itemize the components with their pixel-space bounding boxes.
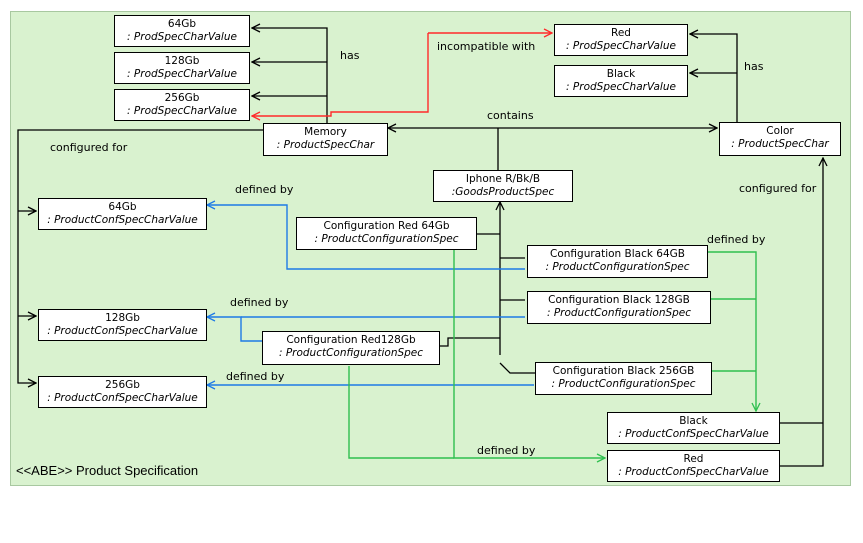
- color-value-red[interactable]: Red : ProdSpecCharValue: [554, 24, 688, 56]
- diagram-caption: <<ABE>> Product Specification: [16, 463, 199, 478]
- node-name: 64Gb: [108, 201, 137, 213]
- node-name: Configuration Black 256GB: [552, 365, 695, 377]
- label-defined-by-4: defined by: [226, 370, 285, 383]
- has-color-connector: [690, 34, 738, 125]
- memory-value-64gb[interactable]: 64Gb : ProdSpecCharValue: [114, 15, 250, 47]
- label-configured-for-left: configured for: [50, 141, 128, 154]
- node-name: Configuration Red 64Gb: [323, 220, 450, 232]
- node-name: Red: [683, 453, 704, 465]
- color-char-node[interactable]: Color : ProductSpecChar: [719, 122, 841, 156]
- node-name: Memory: [304, 126, 347, 138]
- defined-by-green-connector: [348, 244, 756, 458]
- node-name: 256Gb: [164, 92, 200, 104]
- label-defined-by-2: defined by: [707, 233, 766, 246]
- node-name: Color: [766, 125, 794, 137]
- node-name: 256Gb: [105, 379, 140, 391]
- config-black-128gb-node[interactable]: Configuration Black 128GB : ProductConfi…: [527, 291, 711, 324]
- config-red-64gb-node[interactable]: Configuration Red 64Gb : ProductConfigur…: [296, 217, 477, 250]
- node-type: : ProdSpecCharValue: [127, 31, 237, 43]
- label-incompatible-with: incompatible with: [437, 40, 536, 53]
- label-defined-by-3: defined by: [230, 296, 289, 309]
- node-type: : ProductConfigurationSpec: [545, 261, 690, 273]
- node-type: :GoodsProductSpec: [451, 186, 555, 198]
- node-name: 128Gb: [105, 312, 140, 324]
- label-contains: contains: [487, 109, 534, 122]
- label-defined-by-5: defined by: [477, 444, 536, 457]
- node-type: : ProdSpecCharValue: [127, 105, 237, 117]
- contains-connector: [388, 128, 717, 172]
- conf-value-black[interactable]: Black : ProductConfSpecCharValue: [607, 412, 780, 444]
- node-type: : ProductConfSpecCharValue: [618, 428, 769, 440]
- node-name: Configuration Red128Gb: [286, 334, 416, 346]
- node-type: : ProductConfSpecCharValue: [618, 466, 769, 478]
- node-name: Red: [611, 27, 631, 39]
- node-type: : ProdSpecCharValue: [566, 40, 676, 52]
- defined-by-blue-connector: [207, 205, 534, 385]
- memory-char-node[interactable]: Memory : ProductSpecChar: [263, 123, 388, 156]
- conf-value-red[interactable]: Red : ProductConfSpecCharValue: [607, 450, 780, 482]
- node-type: : ProductConfSpecCharValue: [47, 392, 198, 404]
- color-value-black[interactable]: Black : ProdSpecCharValue: [554, 65, 688, 97]
- iphone-spec-node[interactable]: Iphone R/Bk/B :GoodsProductSpec: [433, 170, 573, 202]
- node-type: : ProductConfigurationSpec: [314, 233, 459, 245]
- label-defined-by-1: defined by: [235, 183, 294, 196]
- node-type: : ProductConfigurationSpec: [551, 378, 696, 390]
- node-name: Iphone R/Bk/B: [465, 173, 541, 185]
- label-configured-for-right: configured for: [739, 182, 817, 195]
- node-type: : ProdSpecCharValue: [566, 81, 676, 93]
- node-type: : ProductSpecChar: [276, 139, 375, 151]
- config-black-256gb-node[interactable]: Configuration Black 256GB : ProductConfi…: [535, 362, 712, 395]
- memory-value-128gb[interactable]: 128Gb : ProdSpecCharValue: [114, 52, 250, 84]
- incompatible-connector: [252, 33, 552, 116]
- node-type: : ProductConfigurationSpec: [546, 307, 692, 319]
- node-name: 128Gb: [164, 55, 200, 67]
- node-name: Configuration Black 128GB: [548, 294, 690, 306]
- node-type: : ProductSpecChar: [731, 138, 829, 150]
- node-type: : ProductConfigurationSpec: [278, 347, 424, 359]
- conf-value-128gb[interactable]: 128Gb : ProductConfSpecCharValue: [38, 309, 207, 341]
- node-name: 64Gb: [167, 18, 197, 30]
- configuration-of-connector: [440, 202, 535, 374]
- config-black-64gb-node[interactable]: Configuration Black 64GB : ProductConfig…: [527, 245, 708, 278]
- node-name: Black: [679, 415, 708, 427]
- has-memory-connector: [252, 28, 328, 126]
- node-type: : ProductConfSpecCharValue: [47, 325, 198, 337]
- configured-for-color-connector: [780, 158, 823, 467]
- memory-value-256gb[interactable]: 256Gb : ProdSpecCharValue: [114, 89, 250, 121]
- configured-for-memory-connector: [17, 129, 263, 383]
- node-type: : ProductConfSpecCharValue: [47, 214, 198, 226]
- conf-value-256gb[interactable]: 256Gb : ProductConfSpecCharValue: [38, 376, 207, 408]
- config-red-128gb-node[interactable]: Configuration Red128Gb : ProductConfigur…: [262, 331, 440, 365]
- label-has-color: has: [744, 60, 764, 73]
- node-type: : ProdSpecCharValue: [127, 68, 237, 80]
- label-has-memory: has: [340, 49, 360, 62]
- conf-value-64gb[interactable]: 64Gb : ProductConfSpecCharValue: [38, 198, 207, 230]
- node-name: Configuration Black 64GB: [550, 248, 685, 260]
- node-name: Black: [606, 68, 636, 80]
